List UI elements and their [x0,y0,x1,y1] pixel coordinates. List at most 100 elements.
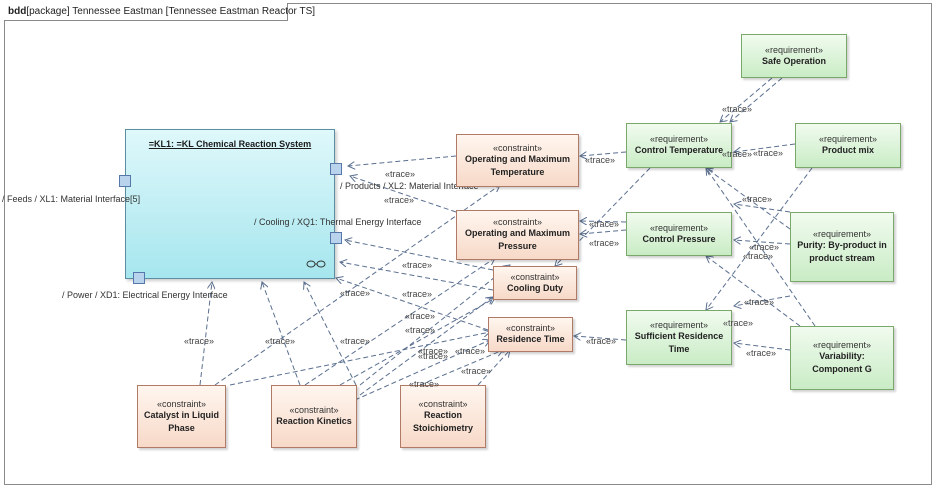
diagram-kind: bdd [8,6,27,17]
products-port[interactable] [330,163,342,175]
trace-label: «trace» [589,219,620,229]
trace-label: «trace» [409,379,440,389]
stereotype-label: «constraint» [289,405,339,415]
trace-line [339,298,495,386]
trace-label: «trace» [385,169,416,179]
trace-label: «trace» [340,288,371,298]
stereotype-label: «requirement» [764,44,824,55]
cooling-port[interactable] [330,232,342,244]
chemical-reaction-system-block[interactable]: =KL1: =KL Chemical Reaction System [125,129,335,279]
trace-label: «trace» [461,366,492,376]
power-port[interactable] [133,272,145,284]
trace-line [730,77,783,122]
trace-line [734,295,791,306]
requirement-sufficient-residence-time[interactable]: «requirement» Sufficient Residence Time [626,310,732,365]
trace-label: «trace» [753,148,784,158]
requirement-control-temperature[interactable]: «requirement» Control Temperature [626,123,732,168]
trace-line [734,240,791,245]
trace-line [359,297,493,396]
trace-line [734,204,791,213]
trace-label: «trace» [265,336,296,346]
trace-label: «trace» [405,325,436,335]
trace-line [706,256,801,327]
stereotype-label: «constraint» [492,142,543,153]
constraint-name: Reaction Stoichiometry [412,409,473,433]
trace-label: «trace» [722,104,753,114]
requirement-safe-operation[interactable]: «requirement» Safe Operation [741,34,847,78]
requirement-name: Control Pressure [642,233,716,244]
trace-label: «trace» [340,336,371,346]
trace-label: «trace» [746,348,777,358]
constraint-name: Operating and Maximum Pressure [464,228,571,251]
trace-line [350,176,457,213]
trace-label: «trace» [742,194,773,204]
trace-label: «trace» [455,346,486,356]
stereotype-label: «requirement» [812,229,872,239]
constraint-residence-time[interactable]: «constraint» Residence Time [488,317,573,352]
constraint-catalyst-liquid-phase[interactable]: «constraint» Catalyst in Liquid Phase [137,385,226,448]
stereotype-label: «constraint» [492,217,543,227]
cooling-port-label: / Cooling / XQ1: Thermal Energy Interfac… [254,217,422,227]
constraint-name: Cooling Duty [507,282,563,293]
trace-label: «trace» [744,297,775,307]
composite-structure-icon [306,260,326,268]
feeds-port-label: / Feeds / XL1: Material Interface[5] [2,194,141,204]
feeds-port[interactable] [119,175,131,187]
trace-label: «trace» [589,238,620,248]
trace-line [419,350,503,386]
stereotype-label: «requirement» [818,134,878,144]
trace-line [199,282,212,386]
trace-line [359,265,510,386]
trace-line [336,278,489,331]
stereotype-label: «requirement» [649,134,709,144]
trace-label: «trace» [749,242,780,252]
diagram-frame-tab: bdd[package] Tennessee Eastman [Tennesse… [4,3,315,21]
trace-label: «trace» [184,336,215,346]
constraint-cooling-duty[interactable]: «constraint» Cooling Duty [493,266,577,300]
requirement-variability-component-g[interactable]: «requirement» Variability: Component G [790,326,894,390]
trace-line [348,155,457,166]
stereotype-label: «requirement» [649,319,709,330]
trace-label: «trace» [723,318,754,328]
trace-line [340,262,494,291]
requirement-purity[interactable]: «requirement» Purity: By-product in prod… [790,212,894,282]
requirement-name: Control Temperature [634,145,724,155]
requirement-product-mix[interactable]: «requirement» Product mix [795,123,901,168]
trace-line [262,282,301,386]
power-port-label: / Power / XD1: Electrical Energy Interfa… [62,290,228,300]
requirement-control-pressure[interactable]: «requirement» Control Pressure [626,212,732,256]
trace-label: «trace» [743,251,774,261]
products-port-label: / Products / XL2: Material Interface [340,181,479,191]
stereotype-label: «constraint» [510,271,560,282]
constraint-operating-max-pressure[interactable]: «constraint» Operating and Maximum Press… [456,210,579,260]
requirement-name: Purity: By-product in product stream [797,240,887,263]
trace-line [706,167,813,310]
constraint-reaction-kinetics[interactable]: «constraint» Reaction Kinetics [271,385,357,448]
trace-line [706,168,791,230]
diagram-frame [4,3,932,485]
requirement-name: Product mix [821,145,874,155]
stereotype-label: «requirement» [812,340,872,350]
trace-label: «trace» [384,195,415,205]
trace-label: «trace» [722,149,753,159]
trace-label: «trace» [405,311,436,321]
trace-label: «trace» [418,346,449,356]
stereotype-label: «constraint» [505,323,556,333]
stereotype-label: «constraint» [156,398,207,409]
requirement-name: Variability: Component G [812,351,872,374]
constraint-operating-max-temperature[interactable]: «constraint» Operating and Maximum Tempe… [456,134,579,187]
diagram-title: [package] Tennessee Eastman [Tennessee E… [26,6,316,17]
constraint-name: Catalyst in Liquid Phase [144,409,220,433]
constraint-name: Operating and Maximum Temperature [464,153,571,177]
trace-line [720,77,773,122]
trace-line [304,282,357,386]
trace-line [214,185,500,386]
trace-line [734,143,796,152]
block-name: =KL1: =KL Chemical Reaction System [148,139,312,149]
trace-label: «trace» [586,336,617,346]
trace-line [734,343,791,351]
trace-line [229,332,490,386]
constraint-reaction-stoichiometry[interactable]: «constraint» Reaction Stoichiometry [400,385,486,448]
trace-label: «trace» [402,289,433,299]
constraint-name: Reaction Kinetics [276,416,352,426]
